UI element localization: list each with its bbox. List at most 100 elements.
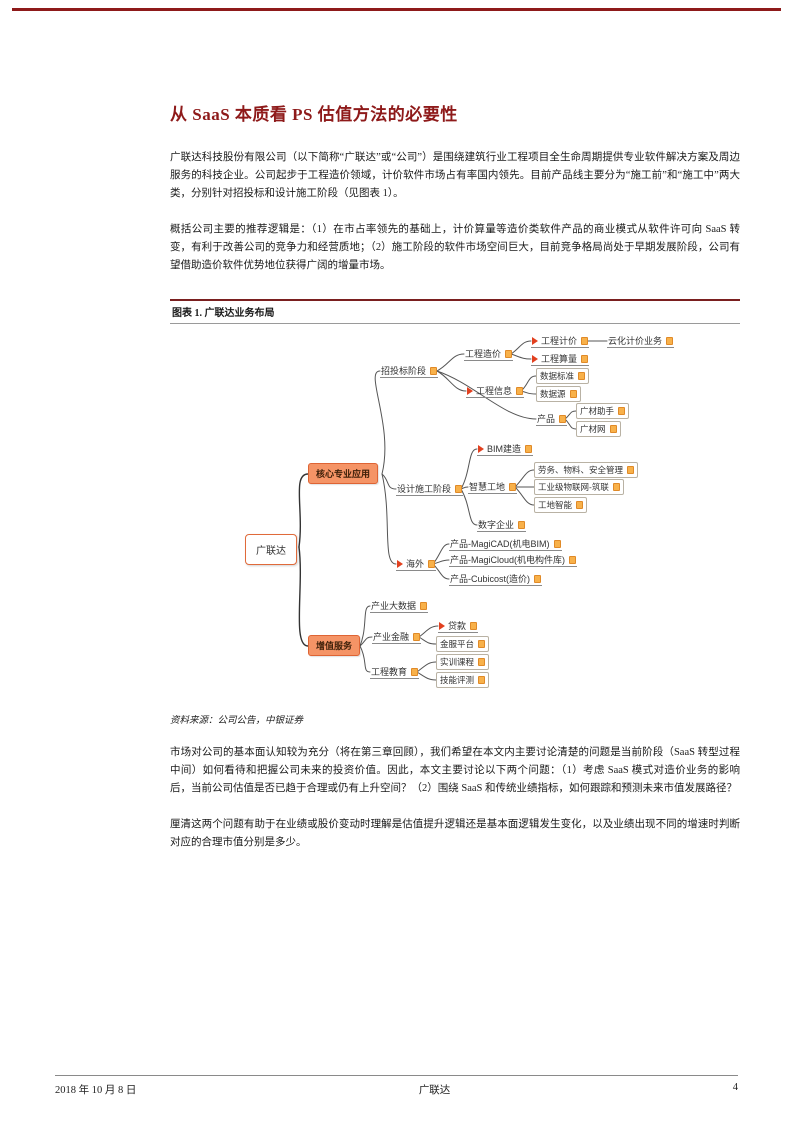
mindmap-node: 工程信息 (466, 385, 525, 399)
node-label: 数字企业 (478, 520, 515, 531)
mindmap-node: 招投标阶段 (380, 365, 439, 379)
doc-icon (569, 390, 577, 399)
doc-icon (525, 444, 533, 453)
doc-icon (609, 425, 617, 434)
doc-icon (470, 621, 478, 630)
doc-icon (518, 520, 526, 529)
mindmap-branch-node: 增值服务 (308, 635, 361, 657)
business-mindmap: 广联达 核心专业应用 增值服务 招投标阶段 设计施工阶段 海外 (170, 326, 740, 708)
mindmap-root-node: 广联达 (245, 534, 297, 566)
mindmap-node: 产品 (536, 413, 568, 427)
doc-icon (505, 349, 513, 358)
mindmap-node: 工程计价 (531, 335, 590, 349)
node-label: 工程教育 (371, 667, 408, 678)
flag-icon (439, 621, 445, 630)
doc-icon (455, 484, 463, 493)
doc-icon (478, 658, 486, 667)
node-label: 招投标阶段 (381, 366, 427, 377)
node-label: 产品-Cubicost(造价) (450, 574, 531, 585)
footer-report-title: 广联达 (418, 1085, 451, 1096)
node-label: 广材助手 (580, 406, 615, 417)
node-label: 数据源 (540, 389, 566, 400)
doc-icon (411, 667, 419, 676)
top-red-rule (12, 8, 781, 11)
node-label: 劳务、物料、安全管理 (538, 465, 624, 476)
node-label: 设计施工阶段 (397, 484, 452, 495)
doc-icon (478, 640, 486, 649)
mindmap-node: 工业级物联网-筑联 (534, 479, 624, 496)
node-label: 数据标准 (540, 371, 575, 382)
node-label: 产品 (537, 414, 556, 425)
footer-date: 2018 年 10 月 8 日 (55, 1085, 137, 1096)
node-label: 工程信息 (476, 386, 513, 397)
node-label: 实训课程 (440, 657, 475, 668)
paragraph: 市场对公司的基本面认知较为充分（将在第三章回顾），我们希望在本文内主要讨论清楚的… (170, 747, 740, 795)
node-label: 广材网 (580, 424, 606, 435)
doc-icon (559, 414, 567, 423)
node-label: 工程算量 (541, 354, 578, 365)
doc-icon (413, 632, 421, 641)
doc-icon (578, 372, 586, 381)
mindmap-node: 产业金融 (372, 631, 422, 645)
node-label: 核心专业应用 (316, 469, 371, 480)
mindmap-branch-node: 核心专业应用 (308, 463, 379, 485)
mindmap-node: 数据源 (536, 386, 581, 403)
node-label: 工程造价 (465, 349, 502, 360)
mindmap-node: 智慧工地 (468, 481, 518, 495)
node-label: 产业大数据 (371, 601, 417, 612)
mindmap-node: 云化计价业务 (607, 335, 675, 349)
doc-icon (576, 501, 584, 510)
node-label: 智慧工地 (469, 482, 506, 493)
doc-icon (618, 407, 626, 416)
doc-icon (430, 366, 438, 375)
figure-caption: 图表 1. 广联达业务布局 (170, 299, 740, 325)
footer-rule (55, 1075, 738, 1076)
doc-icon (553, 539, 561, 548)
flag-icon (532, 336, 538, 345)
paragraph: 广联达科技股份有限公司（以下简称“广联达”或“公司”）是围绕建筑行业工程项目全生… (170, 152, 740, 200)
node-label: 增值服务 (316, 641, 353, 652)
mindmap-node: 产业大数据 (370, 600, 429, 614)
paragraph: 概括公司主要的推荐逻辑是：（1）在市占率领先的基础上，计价算量等造价类软件产品的… (170, 224, 740, 272)
figure-source-note: 资料来源：公司公告，中银证券 (170, 716, 304, 727)
doc-icon (420, 601, 428, 610)
node-label: 技能评测 (440, 675, 475, 686)
page-footer: 2018 年 10 月 8 日 广联达 4 (55, 1082, 738, 1097)
figure-block: 图表 1. 广联达业务布局 (170, 299, 740, 728)
node-label: BIM建造 (487, 444, 522, 455)
doc-icon (581, 354, 589, 363)
doc-icon (478, 676, 486, 685)
flag-icon (478, 444, 484, 453)
flag-icon (397, 559, 403, 568)
node-label: 产品-MagiCAD(机电BIM) (450, 539, 550, 550)
mindmap-node: 贷款 (438, 620, 479, 634)
node-label: 云化计价业务 (608, 336, 663, 347)
node-label: 工程计价 (541, 336, 578, 347)
node-label: 产品-MagiCloud(机电构件库) (450, 555, 566, 566)
node-label: 工地智能 (538, 500, 573, 511)
flag-icon (532, 354, 538, 363)
doc-icon (666, 336, 674, 345)
node-label: 金服平台 (440, 639, 475, 650)
node-label: 产业金融 (373, 632, 410, 643)
mindmap-node: 产品-MagiCAD(机电BIM) (449, 538, 562, 552)
doc-icon (581, 336, 589, 345)
mindmap-node: 产品-MagiCloud(机电构件库) (449, 554, 578, 568)
flag-icon (467, 386, 473, 395)
doc-icon (569, 555, 577, 564)
section-title: 从 SaaS 本质看 PS 估值方法的必要性 (170, 105, 458, 124)
doc-icon (534, 574, 542, 583)
doc-icon (612, 483, 620, 492)
mindmap-node: 实训课程 (436, 654, 490, 671)
node-label: 广联达 (256, 546, 286, 558)
doc-icon (509, 482, 517, 491)
mindmap-node: 工程算量 (531, 353, 590, 367)
page-content: 从 SaaS 本质看 PS 估值方法的必要性 广联达科技股份有限公司（以下简称“… (170, 100, 740, 871)
doc-icon (627, 466, 635, 475)
mindmap-node: 工程教育 (370, 666, 420, 680)
mindmap-node: 产品-Cubicost(造价) (449, 573, 543, 587)
mindmap-node: 技能评测 (436, 672, 490, 689)
footer-page-number: 4 (732, 1082, 738, 1093)
mindmap-node: 工程造价 (464, 348, 514, 362)
